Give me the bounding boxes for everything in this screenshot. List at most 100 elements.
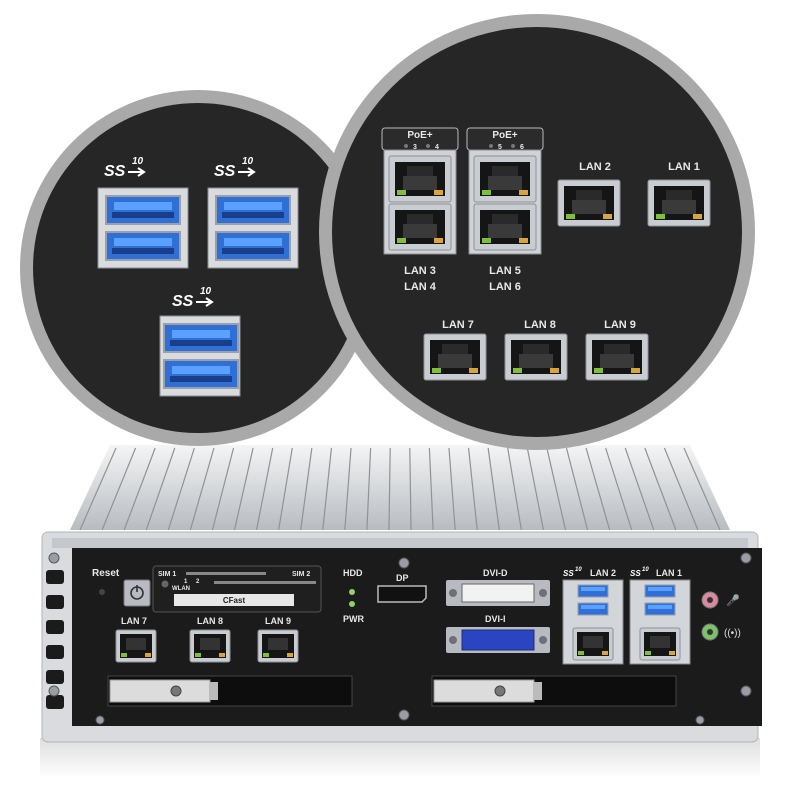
usb-logo: SS 10	[214, 156, 256, 180]
lan8-port[interactable]	[504, 333, 568, 381]
svg-text:10: 10	[132, 156, 144, 167]
dp-label: DP	[396, 573, 409, 583]
heatsink-fin	[123, 447, 156, 531]
reset-pinhole[interactable]	[99, 589, 105, 595]
hdd-label: HDD	[343, 568, 363, 578]
lan6-port[interactable]	[473, 203, 537, 251]
pwr-led	[349, 601, 355, 607]
lan2-port[interactable]	[557, 179, 621, 227]
lan5-port[interactable]	[473, 155, 537, 203]
heatsink-fin	[448, 447, 456, 531]
heatsink-fin	[300, 447, 313, 531]
heatsink-fin	[101, 447, 137, 531]
poe-led-label: 6	[520, 144, 524, 151]
poe-led-label: 5	[498, 144, 502, 151]
front-lan2-label: LAN 2	[590, 568, 616, 578]
svg-text:SS: SS	[104, 163, 126, 180]
front-usb-port[interactable]	[644, 584, 676, 598]
front-lan9-label: LAN 9	[265, 616, 291, 626]
usb-logo: SS 10	[172, 286, 214, 310]
lan9-label: LAN 9	[604, 319, 636, 331]
usb-port[interactable]	[105, 231, 181, 261]
front-lan8-label: LAN 8	[197, 616, 223, 626]
svg-text:SS: SS	[172, 293, 194, 310]
usb-port[interactable]	[105, 195, 181, 225]
heatsink-fin	[79, 447, 117, 531]
svg-text:SS: SS	[214, 163, 236, 180]
heatsink-fin	[605, 447, 633, 531]
usb-logo-text: SS	[563, 569, 574, 578]
svg-text:10: 10	[242, 156, 254, 167]
sim-led-label-1: 1	[184, 579, 188, 585]
heatsink-fin	[322, 447, 333, 531]
front-lan1-label: LAN 1	[656, 568, 682, 578]
usb-logo: SS 10	[104, 156, 146, 180]
dvi-d-port[interactable]	[446, 580, 550, 606]
usb-logo-speed: 10	[642, 567, 649, 573]
hdd-led	[349, 589, 355, 595]
heatsink-fin	[278, 447, 293, 531]
usb-port[interactable]	[215, 231, 291, 261]
heatsink-fin	[683, 447, 721, 531]
device-chassis: Reset SIM 1 SIM 2 WLAN 1 2 CFast HDD PWR	[40, 445, 762, 778]
dvi-d-label: DVI-D	[483, 568, 508, 578]
lan9-port[interactable]	[585, 333, 649, 381]
lan4-port[interactable]	[388, 203, 452, 251]
drive-tray-left[interactable]	[107, 675, 353, 707]
poe-led-label: 4	[435, 144, 439, 151]
lan7-port[interactable]	[423, 333, 487, 381]
drive-tray-right[interactable]	[431, 675, 677, 707]
front-lan2-port[interactable]	[572, 627, 614, 661]
front-usb-port[interactable]	[644, 602, 676, 616]
sim-cfast-cover[interactable]: SIM 1 SIM 2 WLAN 1 2 CFast	[152, 565, 322, 613]
heatsink-fin	[546, 447, 567, 531]
front-lan1-port[interactable]	[639, 627, 681, 661]
poe-led-label: 3	[413, 144, 417, 151]
usb-logo-speed: 10	[575, 567, 582, 573]
mic-icon: 🎤	[726, 593, 740, 607]
lan2-label: LAN 2	[579, 161, 611, 173]
side-vents	[46, 570, 754, 709]
line-out-icon: ((•))	[724, 628, 741, 639]
dvi-i-label: DVI-I	[485, 614, 506, 624]
heatsink-fin	[189, 447, 215, 531]
heatsink-fin	[145, 447, 176, 531]
front-lan8-port[interactable]	[189, 629, 231, 663]
wlan-label: WLAN	[172, 586, 190, 592]
heatsink-fin	[565, 447, 589, 531]
heatsink-fin	[388, 447, 391, 531]
front-lan7-label: LAN 7	[121, 616, 147, 626]
usb-port[interactable]	[163, 323, 239, 353]
screws	[48, 552, 752, 725]
usb-port[interactable]	[163, 359, 239, 389]
zoom-circle-lan: PoE+ 3 4 LAN 3 LAN 4 PoE+ 5 6 LAN 5 LAN …	[319, 14, 755, 450]
heatsink-fin	[344, 447, 352, 531]
poe-label: PoE+	[407, 130, 432, 141]
front-lan7-port[interactable]	[115, 629, 157, 663]
poe-block-lan5-6: PoE+ 5 6 LAN 5 LAN 6	[466, 127, 544, 293]
sim2-label: SIM 2	[292, 571, 310, 578]
lan5-label: LAN 5	[489, 265, 521, 277]
heatsink-fin	[663, 447, 699, 531]
lan3-port[interactable]	[388, 155, 452, 203]
usb-port[interactable]	[215, 195, 291, 225]
power-button[interactable]	[123, 579, 151, 607]
sim-led-label-2: 2	[196, 579, 200, 585]
front-usb-port[interactable]	[577, 584, 609, 598]
lan7-label: LAN 7	[442, 319, 474, 331]
front-usb-port[interactable]	[577, 602, 609, 616]
heatsink-fin	[255, 447, 274, 531]
poe-label: PoE+	[492, 130, 517, 141]
pwr-label: PWR	[343, 614, 364, 624]
heatsink-fin	[409, 447, 412, 531]
dvi-i-port[interactable]	[446, 627, 550, 653]
heatsink-fin	[211, 447, 235, 531]
heatsink-fin	[526, 447, 545, 531]
displayport[interactable]	[377, 585, 427, 603]
front-lan9-port[interactable]	[257, 629, 299, 663]
lan1-port[interactable]	[647, 179, 711, 227]
heatsink-fin	[233, 447, 254, 531]
heatsink-fin	[167, 447, 195, 531]
heatsink-fin	[467, 447, 478, 531]
